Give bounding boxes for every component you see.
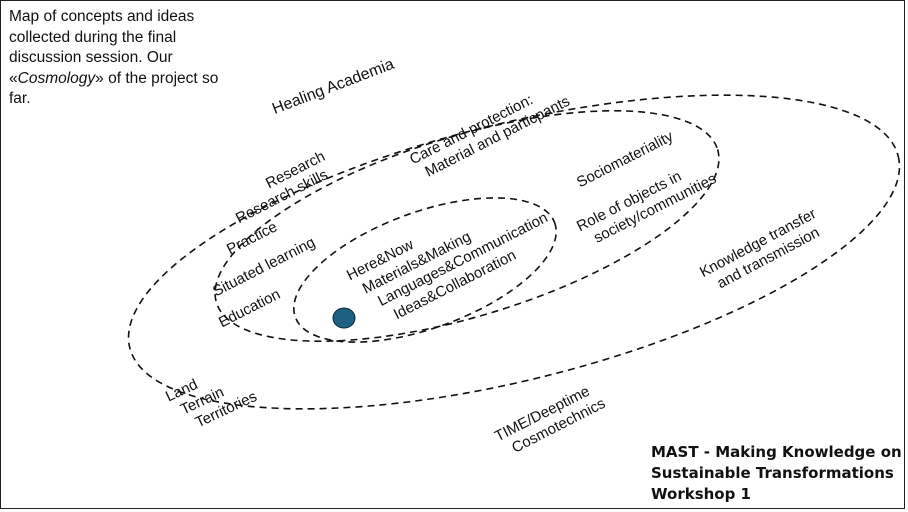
intro-line-tail: » of the project so (95, 69, 219, 87)
credit-line: Sustainable Transformations (651, 464, 894, 482)
intro-line: discussion session. Our (9, 49, 173, 66)
intro-line: Map of concepts and ideas (9, 8, 195, 25)
credit-line: MAST - Making Knowledge on (651, 443, 902, 461)
outer-ring (127, 94, 901, 410)
center-dot (332, 307, 356, 329)
inner-ring (293, 197, 557, 343)
middle-ring (214, 109, 720, 343)
cosmology-term: Cosmology (17, 69, 96, 87)
intro-line: «Cosmology» of the project so (9, 69, 249, 90)
credit-line: Workshop 1 (651, 485, 751, 503)
workshop-credit: MAST - Making Knowledge on Sustainable T… (651, 442, 902, 505)
intro-line: far. (9, 90, 31, 107)
intro-line: collected during the final (9, 28, 177, 46)
open-quote: « (9, 69, 18, 87)
intro-text: Map of concepts and ideas collected duri… (9, 7, 249, 110)
